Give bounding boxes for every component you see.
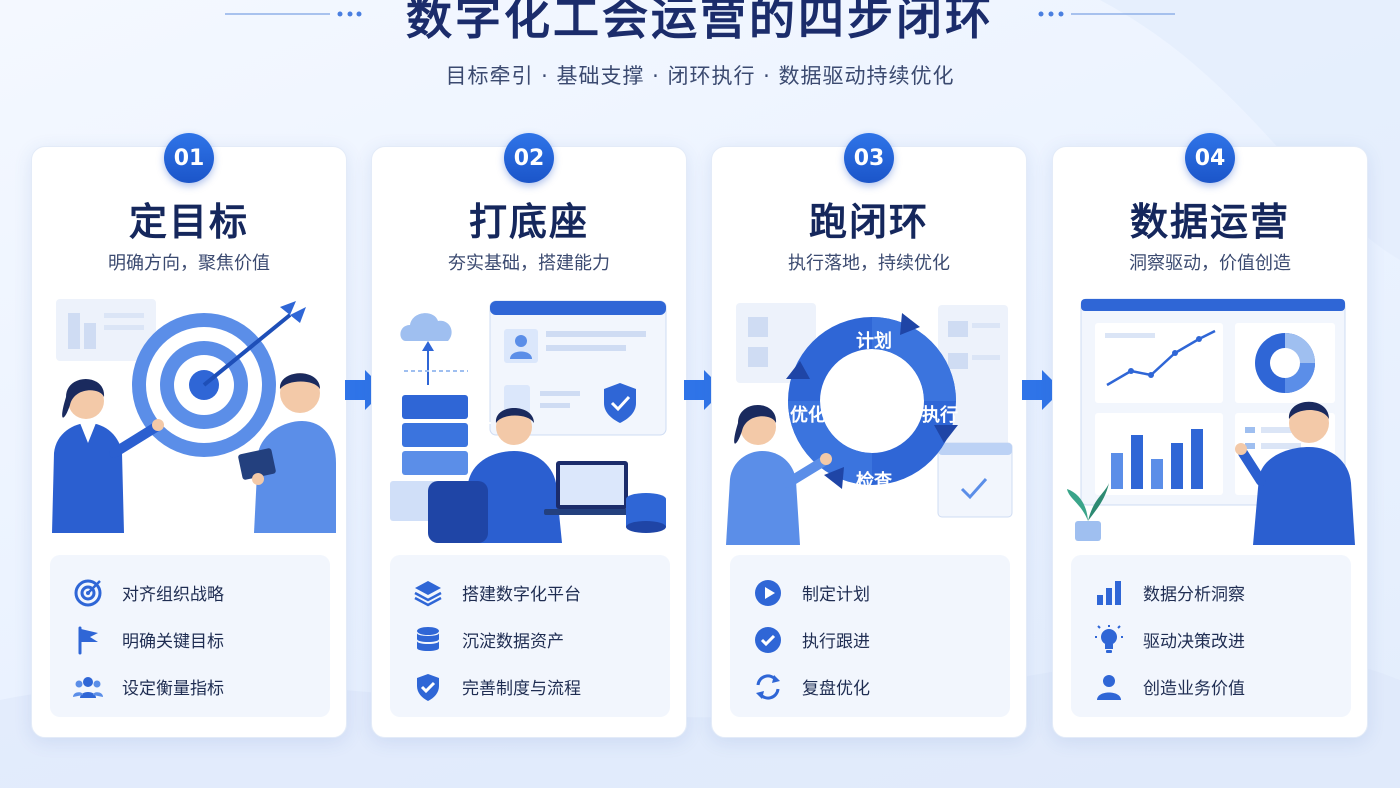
database-icon: [417, 626, 439, 651]
page-subtitle: 目标牵引 · 基础支撑 · 闭环执行 · 数据驱动持续优化: [445, 64, 955, 88]
step-number-badge: 04: [1185, 133, 1235, 183]
target-icon: [74, 579, 102, 606]
play-circle-icon: [755, 579, 781, 606]
cycle-graphic: [726, 303, 1013, 545]
step-card-1: 01 定目标 明确方向，聚焦价值: [31, 133, 347, 738]
step-items: 对齐组织战略 明确关键目标 设定衡量指标: [50, 555, 330, 717]
step-title: 数据运营: [1129, 200, 1290, 244]
step-card-2: 02 打底座 夯实基础，搭建能力: [371, 133, 687, 738]
item-label: 制定计划: [802, 585, 870, 605]
item-label: 对齐组织战略: [122, 585, 224, 605]
list-item: 明确关键目标: [72, 616, 330, 663]
header: 数字化工会运营的四步闭环 目标牵引 · 基础支撑 · 闭环执行 · 数据驱动持续…: [0, 0, 1400, 110]
dashboard-illustration: [1067, 298, 1355, 545]
step-title: 跑闭环: [808, 200, 929, 244]
item-label: 驱动决策改进: [1143, 632, 1245, 652]
user-icon: [1097, 674, 1121, 700]
lightbulb-icon: [1095, 624, 1123, 653]
step-subtitle: 执行落地，持续优化: [788, 253, 950, 274]
shield-check-icon: [417, 673, 439, 701]
list-item: 创造业务价值: [1093, 663, 1351, 710]
item-label: 沉淀数据资产: [462, 632, 564, 652]
bar-chart-icon: [1097, 580, 1121, 605]
cycle-label-execute: 执行: [922, 405, 958, 426]
list-item: 设定衡量指标: [72, 663, 330, 710]
item-label: 设定衡量指标: [122, 679, 224, 699]
target-illustration: [52, 299, 336, 533]
item-label: 复盘优化: [802, 679, 870, 699]
step-subtitle: 洞察驱动，价值创造: [1129, 253, 1291, 274]
list-item: 执行跟进: [752, 616, 1010, 663]
cycle-label-optimize: 优化: [790, 405, 826, 426]
check-circle-icon: [755, 626, 781, 653]
item-label: 执行跟进: [802, 632, 870, 652]
page-title: 数字化工会运营的四步闭环: [406, 0, 994, 45]
cycle-label-plan: 计划: [856, 331, 892, 352]
list-item: 完善制度与流程: [412, 663, 670, 710]
list-item: 驱动决策改进: [1093, 616, 1351, 663]
item-label: 明确关键目标: [122, 632, 224, 652]
item-label: 创造业务价值: [1143, 679, 1245, 699]
list-item: 数据分析洞察: [1093, 569, 1351, 616]
step-subtitle: 明确方向，聚焦价值: [108, 253, 270, 274]
item-label: 搭建数字化平台: [462, 585, 581, 605]
list-item: 沉淀数据资产: [412, 616, 670, 663]
item-label: 数据分析洞察: [1143, 585, 1245, 605]
cycle-label-check: 检查: [856, 471, 892, 492]
cycle-illustration: 计划 执行 检查 优化: [724, 293, 1016, 547]
list-item: 制定计划: [752, 569, 1010, 616]
step-number-badge: 01: [164, 133, 214, 183]
step-number-badge: 03: [844, 133, 894, 183]
item-label: 完善制度与流程: [462, 679, 581, 699]
step-title: 定目标: [128, 200, 249, 244]
step-subtitle: 夯实基础，搭建能力: [448, 253, 610, 274]
refresh-cycle-icon: [756, 673, 780, 700]
step-card-4: 04 数据运营 洞察驱动，价值创造: [1052, 133, 1368, 738]
step-items: 搭建数字化平台 沉淀数据资产 完善制度与流程: [390, 555, 670, 717]
step-items: 数据分析洞察 驱动决策改进 创造业务价值: [1071, 555, 1351, 717]
step-card-3: 03 跑闭环 执行落地，持续优化: [711, 133, 1027, 738]
step-items: 制定计划 执行跟进 复盘优化: [730, 555, 1010, 717]
title-decoration-left: [225, 11, 362, 17]
step-title: 打底座: [468, 200, 589, 244]
list-item: 对齐组织战略: [72, 569, 330, 616]
title-decoration-right: [1038, 11, 1175, 17]
list-item: 搭建数字化平台: [412, 569, 670, 616]
flag-icon: [78, 626, 98, 654]
people-group-icon: [73, 676, 103, 698]
list-item: 复盘优化: [752, 663, 1010, 710]
platform-illustration: [390, 300, 667, 543]
step-number-badge: 02: [504, 133, 554, 183]
layers-icon: [414, 580, 442, 606]
